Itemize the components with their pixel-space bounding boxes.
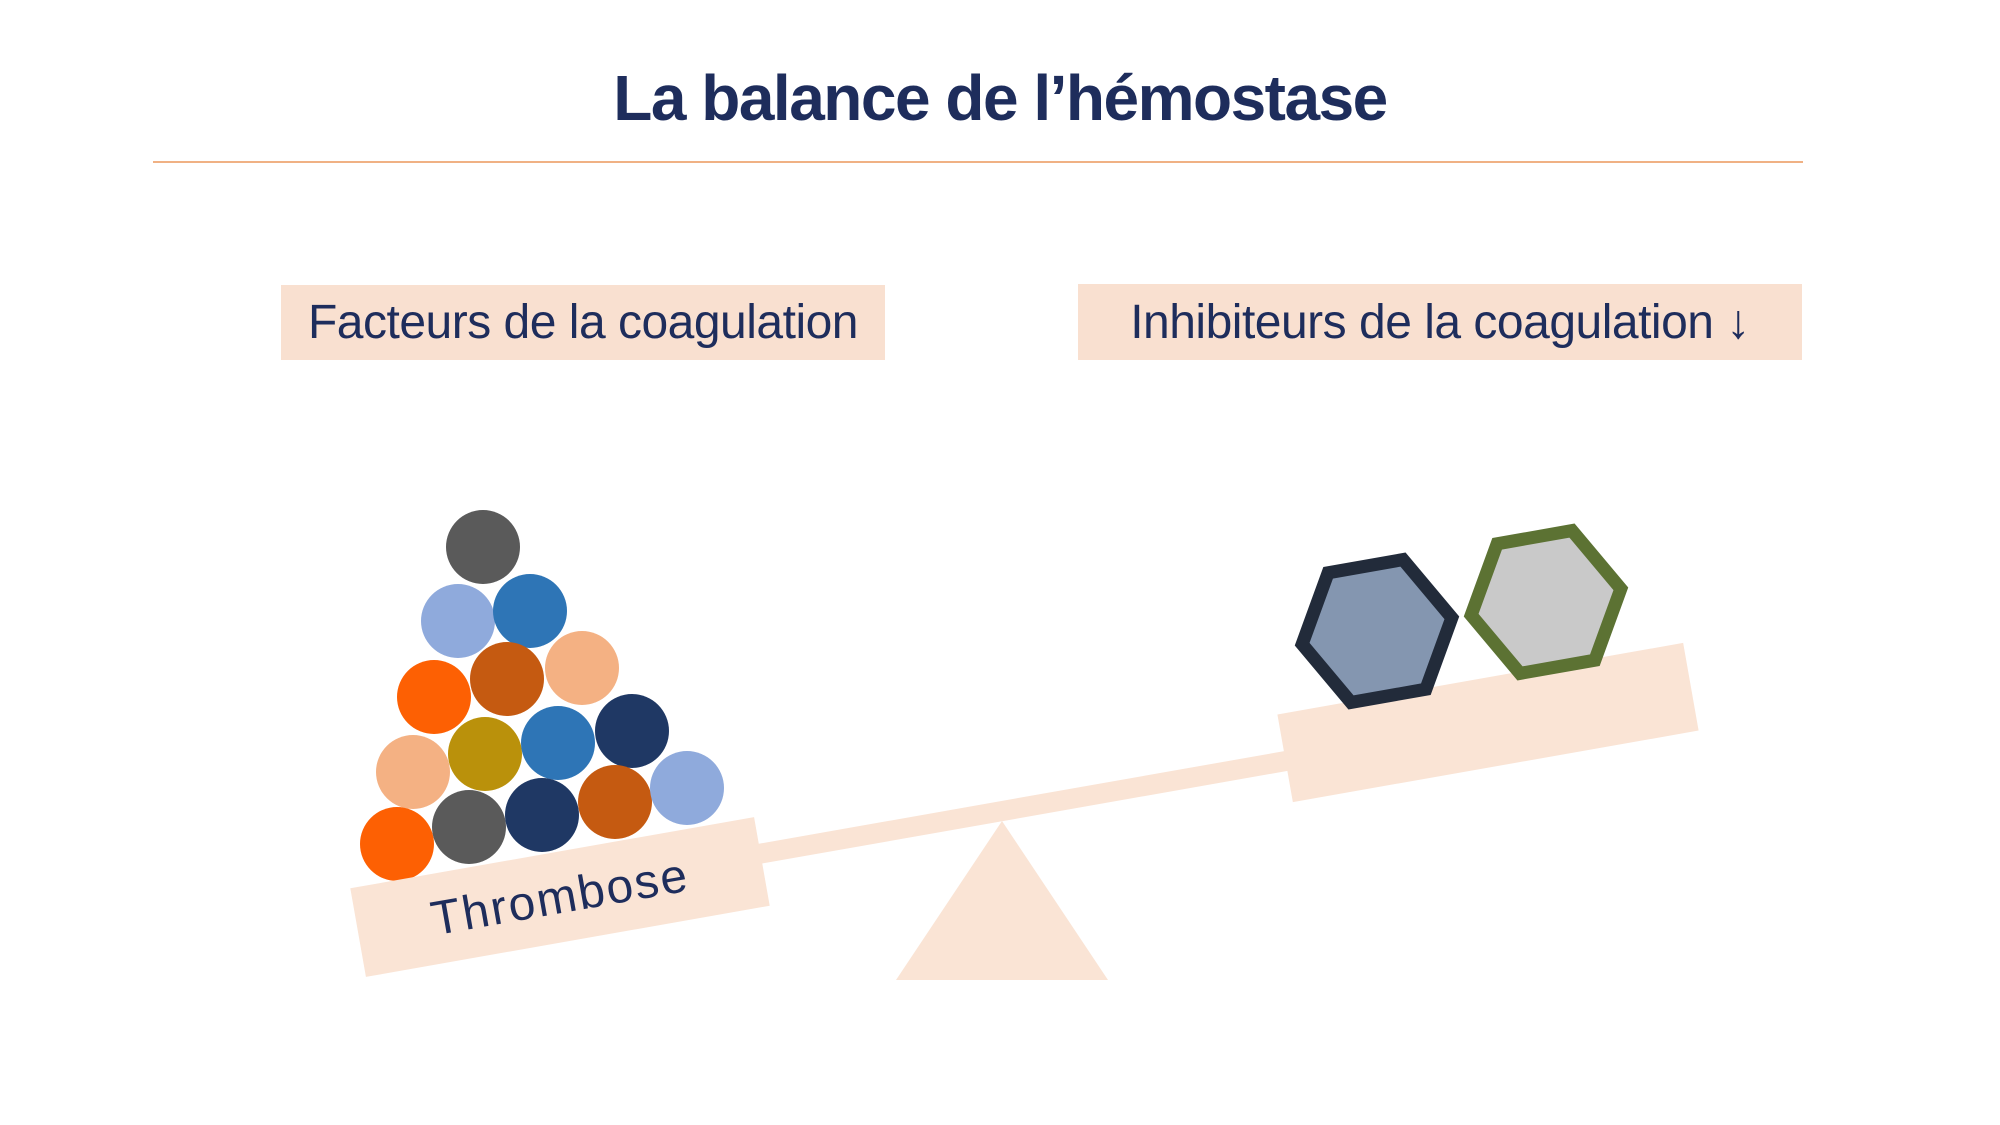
factor-ball-peach	[545, 631, 619, 705]
factor-ball-navy	[595, 694, 669, 768]
factor-ball-orange	[360, 807, 434, 881]
factor-ball-gray	[446, 510, 520, 584]
page-title: La balance de l’hémostase	[613, 62, 1388, 134]
factor-ball-periwinkle	[421, 584, 495, 658]
label-coagulation-inhibitors: Inhibiteurs de la coagulation ↓	[1078, 284, 1802, 360]
factor-ball-peach	[376, 735, 450, 809]
factor-ball-gray	[432, 790, 506, 864]
factor-ball-blue	[521, 706, 595, 780]
inhibitor-hexagon-dark-blue	[1294, 552, 1460, 710]
fulcrum-triangle	[896, 821, 1108, 980]
factor-ball-blue	[493, 574, 567, 648]
label-coagulation-factors: Facteurs de la coagulation	[281, 285, 885, 360]
title-divider-line	[153, 161, 1803, 163]
factor-ball-periwinkle	[650, 751, 724, 825]
factor-ball-rust	[578, 765, 652, 839]
factor-ball-navy	[505, 778, 579, 852]
factor-ball-gold	[448, 717, 522, 791]
factor-ball-rust	[470, 642, 544, 716]
inhibitor-hexagon-green	[1463, 523, 1629, 681]
factor-ball-orange	[397, 660, 471, 734]
